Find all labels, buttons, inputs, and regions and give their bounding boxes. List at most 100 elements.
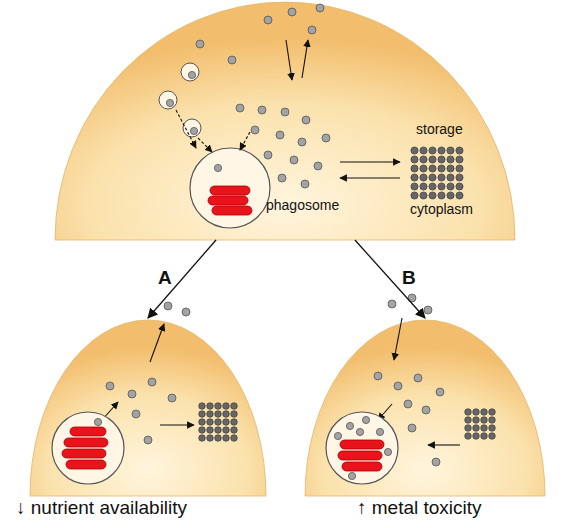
cell-membrane — [55, 2, 515, 240]
bacterium — [208, 196, 248, 205]
storage-particle — [447, 183, 454, 190]
metal-ion — [264, 16, 272, 24]
storage-particle — [465, 425, 472, 432]
outcome-label: ↓ nutrient availability — [16, 498, 187, 519]
metal-ion — [322, 134, 330, 142]
metal-ion — [164, 302, 172, 310]
metal-ion — [290, 156, 298, 164]
storage-particle — [411, 156, 418, 163]
storage-particle — [465, 433, 472, 440]
compartment-label: storage — [416, 122, 463, 137]
metal-ion — [362, 416, 369, 423]
storage-particle — [207, 435, 214, 442]
storage-particle — [429, 156, 436, 163]
storage-particle — [447, 147, 454, 154]
cell-outcome: ↑ metal toxicity — [305, 318, 545, 496]
metal-ion — [106, 382, 114, 390]
metal-ion — [432, 458, 440, 466]
storage-particle — [456, 147, 463, 154]
storage-particle — [207, 403, 214, 410]
phagosome-circle: phagosome — [188, 146, 272, 230]
vesicle — [181, 63, 199, 81]
metal-ion — [422, 406, 430, 414]
metal-ion — [301, 180, 309, 188]
metal-ion — [188, 71, 195, 78]
ion-arrow — [240, 132, 250, 150]
phagosome-ions — [334, 416, 391, 479]
metal-ion — [414, 374, 422, 382]
import-arrow — [378, 404, 392, 420]
vesicle — [159, 91, 177, 109]
storage-particle — [215, 419, 222, 426]
vesicles — [159, 63, 201, 137]
uptake-arrow — [286, 40, 292, 80]
storage-particle — [223, 403, 230, 410]
storage-particle — [465, 417, 472, 424]
uptake-arrow — [394, 318, 402, 360]
storage-particle — [420, 183, 427, 190]
storage-arrow — [340, 161, 400, 162]
bacterium — [210, 186, 250, 195]
metal-ion — [408, 294, 416, 302]
pathway-label: A — [158, 267, 172, 289]
storage-depot: storage — [410, 146, 464, 200]
metal-ion — [132, 410, 140, 418]
phagosome-right — [326, 412, 398, 484]
metal-ion — [148, 378, 156, 386]
storage-particle — [231, 435, 238, 442]
metal-ion — [348, 472, 355, 479]
storage-particle — [447, 156, 454, 163]
storage-particle — [199, 419, 206, 426]
storage-particle — [199, 411, 206, 418]
pathway-label: B — [402, 267, 416, 289]
fusion-arrow — [176, 110, 196, 148]
flow-arrow — [355, 240, 425, 318]
metal-ion — [356, 428, 363, 435]
storage-particle — [456, 156, 463, 163]
storage-particle — [481, 409, 488, 416]
metal-ion — [128, 390, 136, 398]
storage-particle — [438, 165, 445, 172]
storage-particle — [481, 425, 488, 432]
storage-particle — [447, 192, 454, 199]
storage-particle — [231, 411, 238, 418]
cell-membrane — [30, 320, 266, 496]
metal-ions — [106, 4, 444, 466]
bacterium — [340, 440, 384, 449]
metal-ion — [144, 436, 152, 444]
vesicle-ions — [166, 71, 197, 134]
storage-grids — [199, 403, 496, 442]
dome-outline — [305, 318, 545, 496]
metal-ion — [281, 108, 289, 116]
metal-ion — [374, 372, 382, 380]
storage-particle — [438, 183, 445, 190]
metal-ion — [288, 8, 296, 16]
storage-particle — [429, 165, 436, 172]
metal-ion — [190, 127, 197, 134]
storage-particle — [215, 411, 222, 418]
storage-particle — [481, 417, 488, 424]
storage-particle — [199, 427, 206, 434]
storage-particle — [438, 156, 445, 163]
storage-particle — [223, 411, 230, 418]
storage-particle — [447, 174, 454, 181]
phagosome-membrane — [190, 148, 270, 228]
storage-particle — [411, 165, 418, 172]
storage-particle — [429, 192, 436, 199]
metal-ion — [258, 106, 266, 114]
efflux-arrow — [302, 40, 308, 78]
compartment-label: phagosome — [266, 198, 339, 213]
release-arrow — [428, 444, 460, 445]
storage-particle — [420, 174, 427, 181]
metal-ion — [308, 26, 316, 34]
metal-ion — [436, 388, 444, 396]
bacterium — [64, 438, 108, 447]
bacterium — [342, 462, 382, 471]
storage-particle — [465, 409, 472, 416]
bacterium — [70, 427, 106, 436]
metal-ion — [404, 400, 412, 408]
metal-ion — [166, 99, 173, 106]
phagosome-membrane — [52, 412, 124, 484]
